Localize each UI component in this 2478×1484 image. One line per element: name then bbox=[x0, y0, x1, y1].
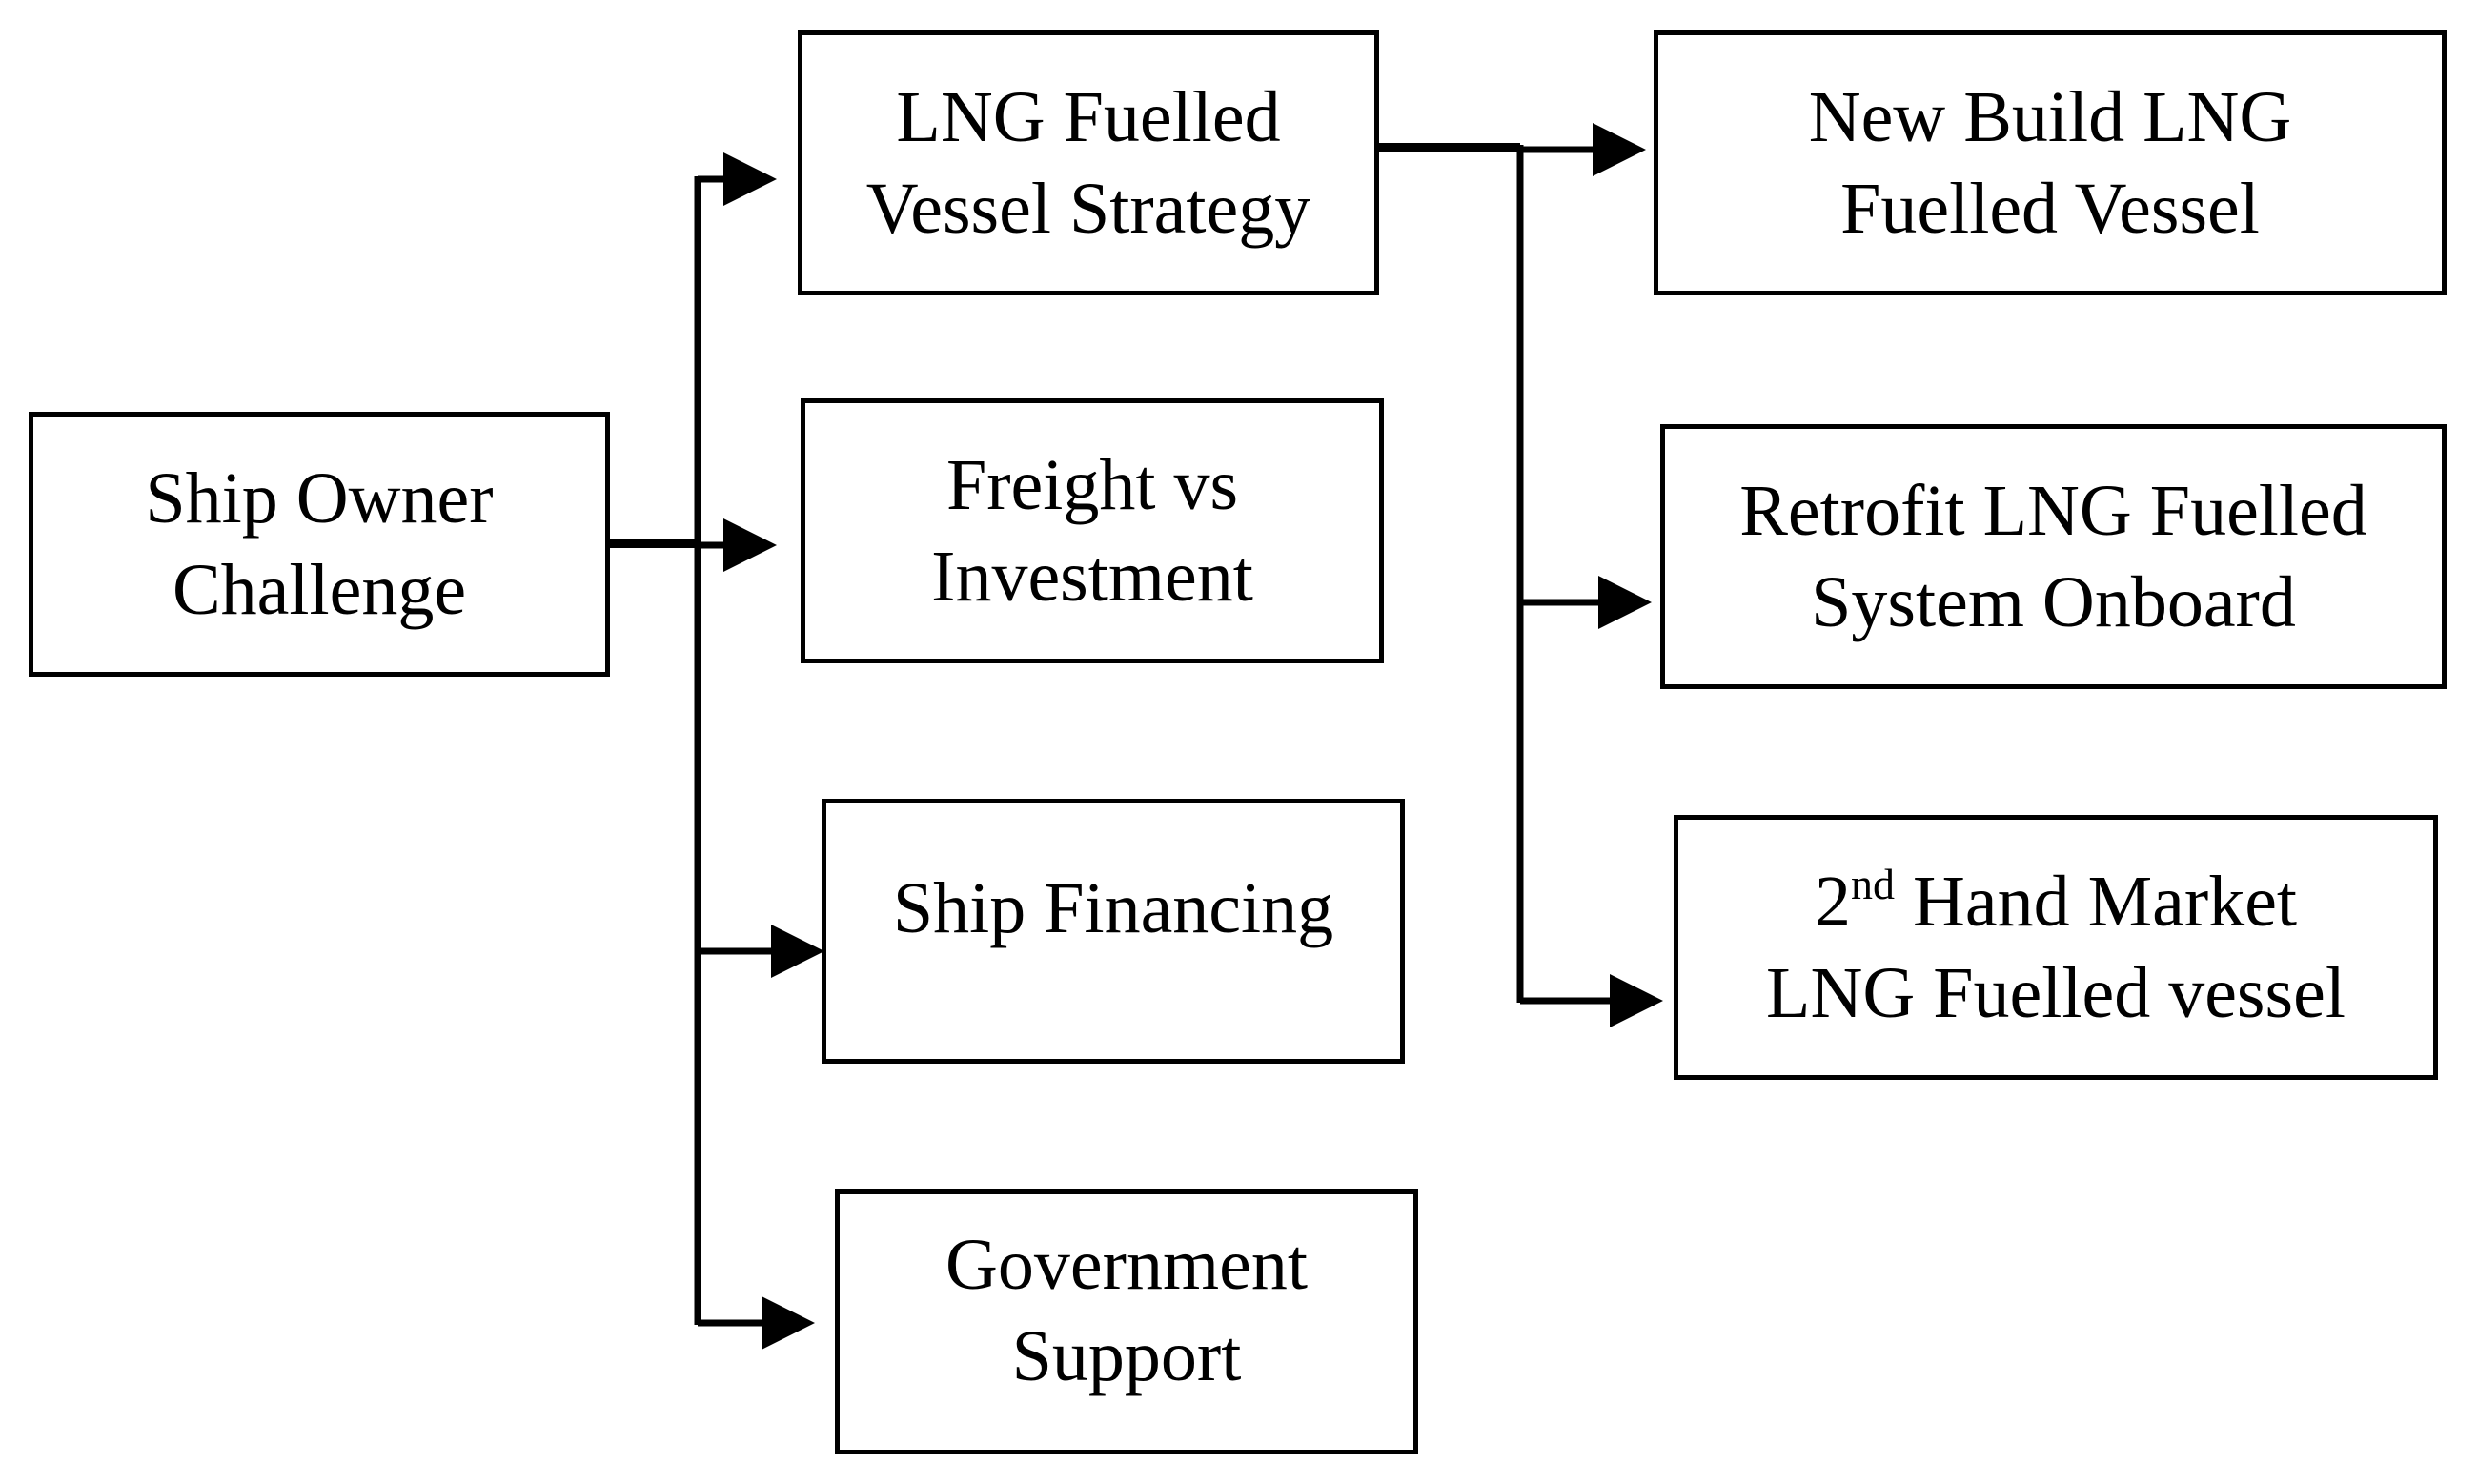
node-label-line: Challenge bbox=[172, 550, 467, 630]
node-ship-owner-challenge: Ship Owner Challenge bbox=[29, 412, 610, 677]
node-ship-financing: Ship Financing bbox=[822, 799, 1405, 1064]
node-lng-fuelled-vessel-strategy: LNG Fuelled Vessel Strategy bbox=[798, 30, 1379, 295]
node-label-line: Government bbox=[945, 1225, 1308, 1305]
node-label-line: Fuelled Vessel bbox=[1840, 169, 2260, 249]
node-label-line: Vessel Strategy bbox=[865, 169, 1311, 249]
node-label-line: Ship Owner bbox=[145, 458, 494, 539]
node-label-line: Ship Financing bbox=[892, 868, 1334, 948]
node-label-line: Freight vs bbox=[945, 445, 1239, 525]
ordinal-suffix: nd bbox=[1850, 860, 1895, 908]
node-label-line: New Build LNG bbox=[1808, 77, 2292, 157]
node-label-line: 2nd Hand Market bbox=[1815, 856, 2297, 947]
node-government-support: Government Support bbox=[835, 1189, 1418, 1454]
ordinal-number: 2 bbox=[1814, 862, 1851, 942]
node-label-line: Investment bbox=[931, 537, 1253, 617]
node-label-line: LNG Fuelled vessel bbox=[1766, 953, 2346, 1033]
node-new-build-lng-fuelled-vessel: New Build LNG Fuelled Vessel bbox=[1654, 30, 2447, 295]
node-label-line: LNG Fuelled bbox=[896, 77, 1281, 157]
node-label-line: Retrofit LNG Fuelled bbox=[1739, 471, 2367, 551]
node-freight-vs-investment: Freight vs Investment bbox=[801, 398, 1384, 663]
node-label-line: Support bbox=[1011, 1316, 1242, 1396]
node-label-text: Hand Market bbox=[1894, 862, 2298, 942]
node-retrofit-lng-fuelled-system: Retrofit LNG Fuelled System Onboard bbox=[1660, 424, 2447, 689]
node-label-line: System Onboard bbox=[1811, 562, 2296, 642]
node-second-hand-market: 2nd Hand Market LNG Fuelled vessel bbox=[1674, 815, 2438, 1080]
